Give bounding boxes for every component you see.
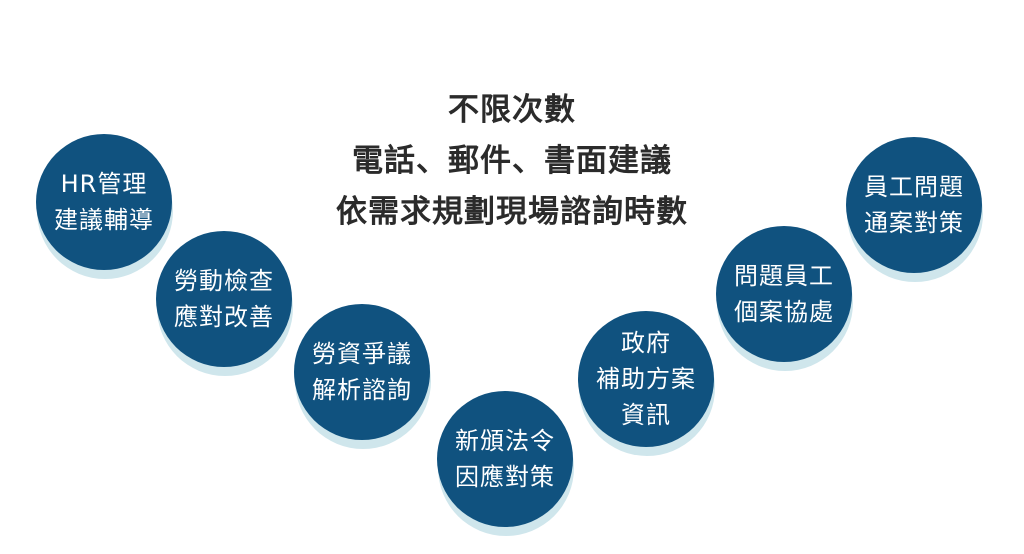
circle-label-line-1: 員工問題: [864, 173, 964, 201]
circle-label-line-2: 補助方案: [596, 365, 696, 393]
service-circle-hr-management: HR管理 建議輔導: [36, 134, 172, 270]
service-circle-problem-employee-cases: 問題員工 個案協處: [716, 226, 852, 362]
headline-line-3: 依需求規劃現場諮詢時數: [336, 194, 688, 230]
circle-label-line-1: HR管理: [60, 170, 148, 198]
headline-line-2: 電話、郵件、書面建議: [352, 143, 672, 179]
circle-label-line-1: 政府: [621, 329, 671, 357]
circle-label-line-2: 應對改善: [174, 303, 274, 331]
circle-label-line-2: 個案協處: [734, 298, 834, 326]
circle-label-line-2: 因應對策: [455, 463, 555, 491]
circle-label-line-1: 新頒法令: [455, 427, 555, 455]
circle-label-line-1: 勞資爭議: [312, 340, 412, 368]
circle-label-line-1: 問題員工: [734, 262, 834, 290]
circle-label-line-2: 建議輔導: [54, 206, 154, 234]
service-circle-labor-dispute: 勞資爭議 解析諮詢: [294, 304, 430, 440]
circle-label-line-2: 通案對策: [864, 209, 964, 237]
service-circle-new-regulations: 新頒法令 因應對策: [437, 391, 573, 527]
headline-line-1: 不限次數: [448, 92, 576, 128]
circle-label-line-1: 勞動檢查: [174, 267, 274, 295]
circle-label-line-2: 解析諮詢: [312, 376, 412, 404]
service-circle-labor-inspection: 勞動檢查 應對改善: [156, 231, 292, 367]
service-circle-employee-issue-strategies: 員工問題 通案對策: [846, 137, 982, 273]
circle-label-line-3: 資訊: [621, 401, 671, 429]
service-circle-government-subsidy: 政府 補助方案 資訊: [578, 311, 714, 447]
